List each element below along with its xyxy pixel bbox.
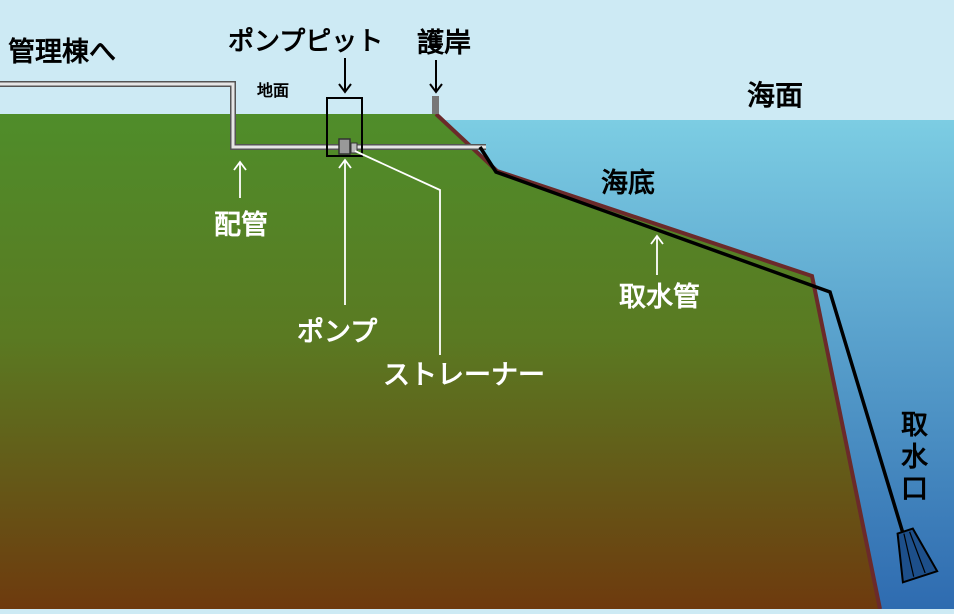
label-sea-floor: 海底: [601, 167, 655, 199]
label-pump-pit: ポンプピット: [228, 26, 383, 57]
label-pump: ポンプ: [297, 317, 378, 348]
strainer-body: [350, 142, 358, 154]
intake-port-head: [896, 527, 939, 584]
label-piping: 配管: [214, 210, 268, 241]
label-seawall: 護岸: [417, 27, 471, 59]
white-arrows: [233, 150, 664, 355]
label-intake-port-char-3: 口: [901, 474, 928, 505]
label-to-admin-building: 管理棟へ: [8, 37, 116, 68]
land: [0, 114, 880, 609]
seawall-post: [432, 96, 439, 114]
label-intake-pipe: 取水管: [619, 282, 700, 313]
label-sea-surface: 海面: [747, 79, 803, 112]
intake-pipe-line: [478, 146, 907, 541]
pump-body: [338, 138, 351, 155]
label-strainer: ストレーナー: [383, 360, 545, 391]
pump-pit-box: [326, 97, 363, 157]
label-intake-port-char-1: 取: [901, 410, 928, 441]
piping: [0, 82, 486, 149]
seabed-outline: [434, 112, 882, 610]
label-intake-port-char-2: 水: [901, 442, 929, 473]
label-ground-surface: 地面: [257, 81, 289, 100]
black-arrows: [338, 58, 443, 94]
